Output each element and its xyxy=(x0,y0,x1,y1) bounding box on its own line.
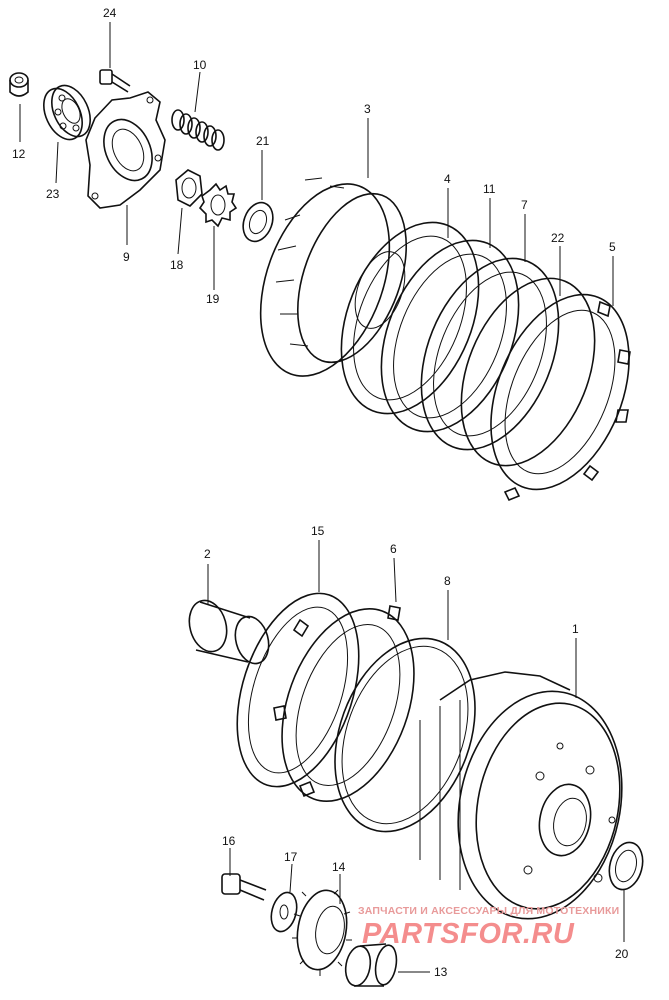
label-part-9: 9 xyxy=(123,250,130,264)
part-24-bolt xyxy=(99,69,131,93)
part-3-clutch-center xyxy=(259,177,408,377)
label-part-21: 21 xyxy=(256,134,270,148)
label-part-12: 12 xyxy=(12,147,26,161)
leader-lines xyxy=(19,22,625,973)
label-part-2: 2 xyxy=(204,547,211,561)
watermark-logo: PARTSFOR.RU xyxy=(362,918,575,950)
label-part-17: 17 xyxy=(284,850,298,864)
part-5-friction-disc xyxy=(490,293,631,502)
label-part-13: 13 xyxy=(434,965,448,979)
part-22-damper-spring xyxy=(460,277,596,467)
part-17-washer xyxy=(270,891,298,933)
part-16-bolt xyxy=(221,873,267,901)
label-part-14: 14 xyxy=(332,860,346,874)
part-15-clutch-plate xyxy=(236,592,360,788)
watermark-tagline: ЗАПЧАСТИ И АКСЕССУАРЫ ДЛЯ МОТОТЕХНИКИ xyxy=(358,905,620,917)
label-part-19: 19 xyxy=(206,292,220,306)
part-6-friction-disc xyxy=(273,605,415,802)
label-part-7: 7 xyxy=(521,198,528,212)
label-part-11: 11 xyxy=(483,182,496,196)
label-part-23: 23 xyxy=(46,187,60,201)
part-8-damper-plate xyxy=(334,637,476,833)
part-2-sleeve xyxy=(188,599,270,665)
label-part-4: 4 xyxy=(444,172,451,186)
part-10-spring xyxy=(171,109,225,151)
part-4-friction-disc xyxy=(340,221,480,415)
part-19-lock-washer xyxy=(198,182,238,228)
label-part-16: 16 xyxy=(222,834,236,848)
part-9-pressure-plate xyxy=(85,91,166,209)
part-13-collar xyxy=(344,943,398,987)
part-20-thrust-washer xyxy=(608,841,644,891)
label-part-1: 1 xyxy=(572,622,579,636)
label-part-5: 5 xyxy=(609,240,616,254)
label-part-3: 3 xyxy=(364,102,371,116)
label-part-6: 6 xyxy=(390,542,397,556)
part-18-lock-nut xyxy=(175,169,203,207)
part-7-friction-disc xyxy=(420,257,560,451)
part-23-bearing xyxy=(43,84,91,141)
label-part-8: 8 xyxy=(444,574,451,588)
label-part-24: 24 xyxy=(103,6,117,20)
label-part-18: 18 xyxy=(170,258,184,272)
part-21-thrust-washer xyxy=(242,201,274,243)
label-part-22: 22 xyxy=(551,231,565,245)
label-part-20: 20 xyxy=(615,947,629,961)
part-12-cap-nut xyxy=(9,72,29,97)
part-1-clutch-outer xyxy=(419,671,623,920)
part-14-drive-gear xyxy=(292,889,352,976)
part-11-clutch-plate xyxy=(380,239,520,433)
label-part-10: 10 xyxy=(193,58,207,72)
label-part-15: 15 xyxy=(311,524,325,538)
